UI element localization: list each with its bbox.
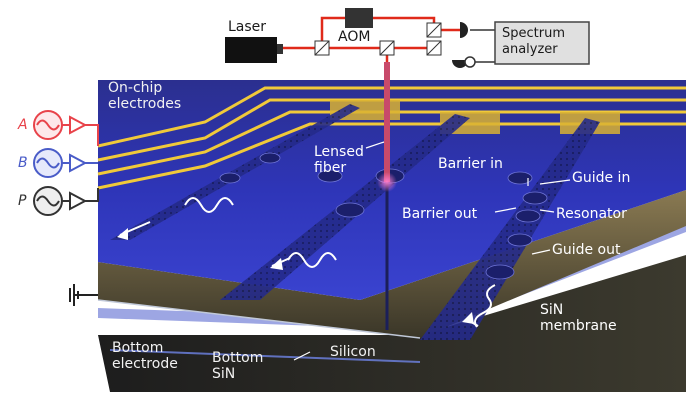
barrier-out-label: Barrier out [402, 206, 477, 222]
guide-out-label: Guide out [552, 242, 621, 258]
bottom-sin-label: Bottom SiN [212, 350, 263, 382]
sin-membrane-label: SiN membrane [540, 302, 617, 334]
laser-nozzle [277, 44, 283, 54]
on-chip-electrodes-label: On-chip electrodes [108, 80, 181, 112]
source-b-letter: B [18, 155, 28, 171]
lensed-fiber [384, 62, 390, 182]
resonator-label: Resonator [556, 206, 627, 222]
ground-icon [70, 284, 98, 306]
signal-source-b [34, 149, 98, 177]
guide-in-label: Guide in [572, 170, 630, 186]
source-p-letter: P [18, 193, 26, 209]
source-a-letter: A [18, 117, 28, 133]
spectrum-analyzer-label: Spectrum analyzer [502, 26, 565, 58]
silicon-label: Silicon [330, 344, 376, 360]
aom-box [345, 8, 373, 28]
signal-source-a [34, 111, 98, 146]
barrier-in-label: Barrier in [438, 156, 503, 172]
fiber-glow [377, 172, 397, 192]
laser-box [225, 37, 277, 63]
aom-label: AOM [338, 29, 370, 45]
signal-source-p [34, 187, 98, 215]
bottom-electrode-label: Bottom electrode [112, 340, 178, 372]
lensed-fiber-label: Lensed fiber [314, 144, 364, 176]
beam-splitters [315, 23, 441, 55]
laser-label: Laser [228, 19, 266, 35]
mixer-symbol [465, 57, 475, 67]
